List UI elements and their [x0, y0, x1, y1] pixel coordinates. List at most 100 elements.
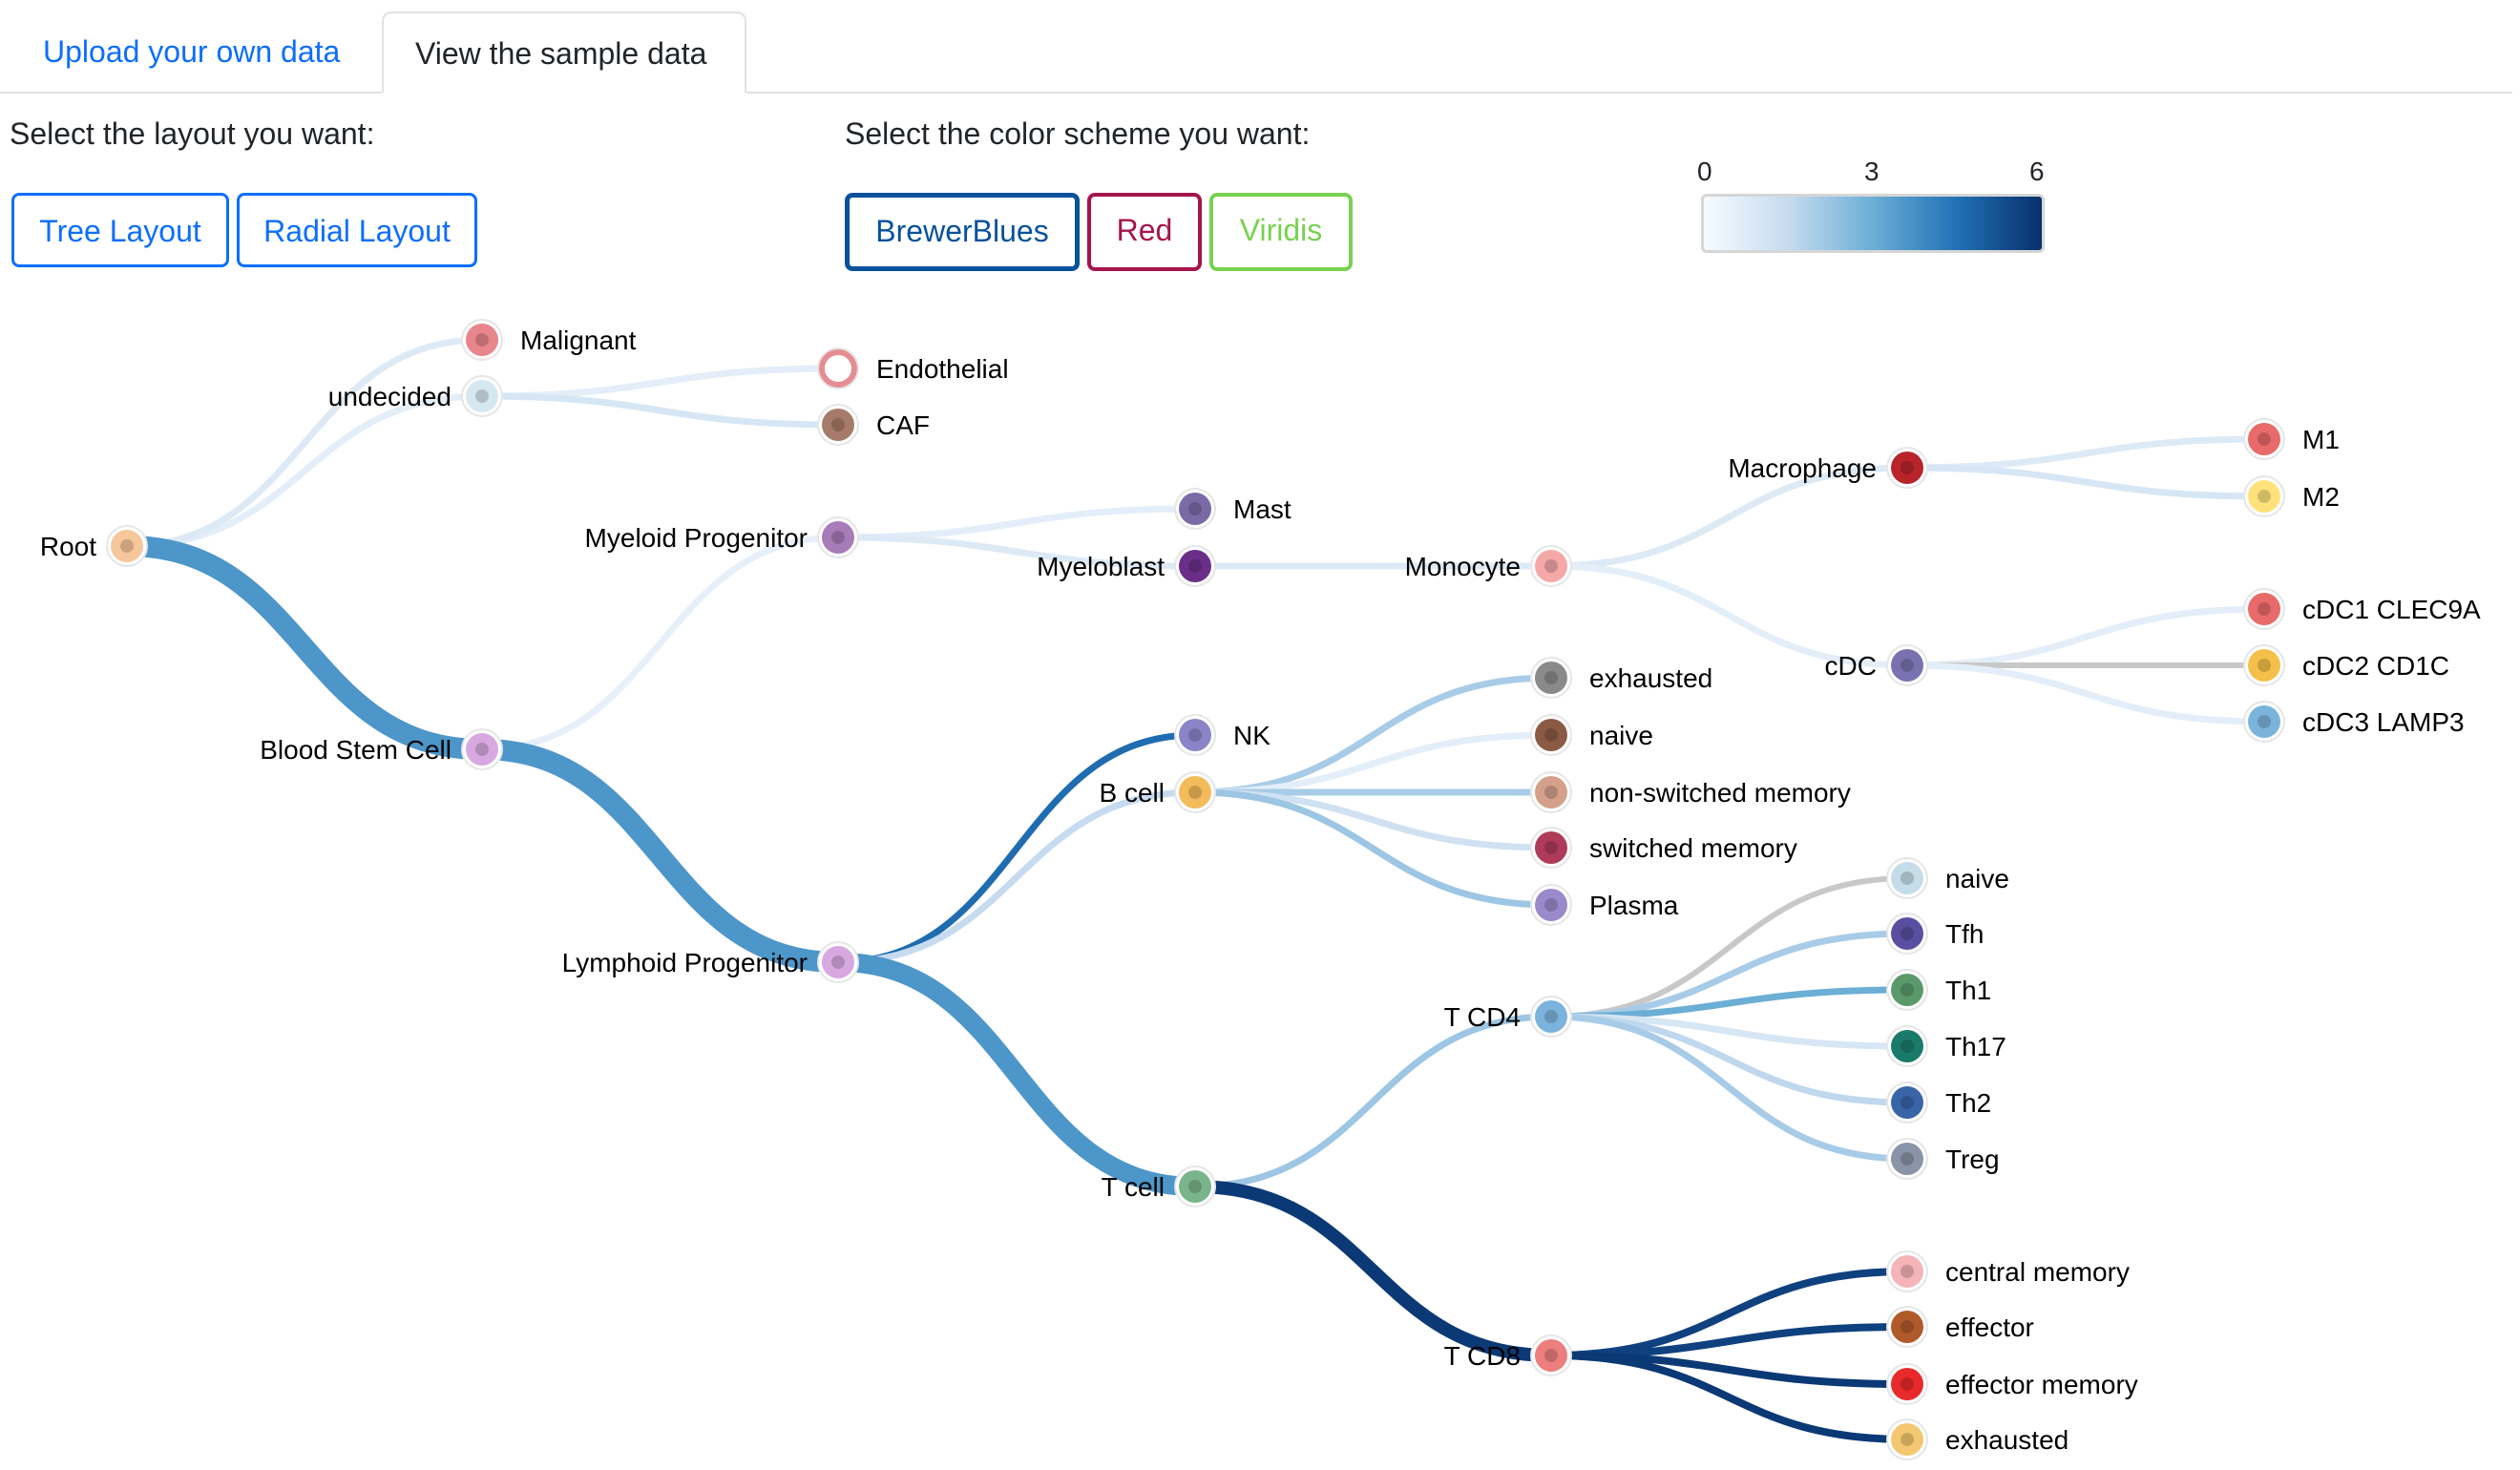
tree-node-nk[interactable]: NK — [1174, 714, 1270, 756]
tree-link-cdc-cdc1 — [1903, 605, 2268, 669]
tree-node-em[interactable]: effector memory — [1886, 1363, 2138, 1405]
layout-prompt: Select the layout you want: — [10, 116, 375, 151]
tree-node-label: non-switched memory — [1589, 778, 1851, 808]
central-memory-cell-icon — [1886, 1250, 1928, 1292]
tree-node-th2[interactable]: Th2 — [1886, 1082, 1991, 1124]
tree-node-endothelial[interactable]: Endothelial — [817, 347, 1009, 389]
tree-node-label: M1 — [2302, 425, 2340, 454]
tree-node-cdc1[interactable]: cDC1 CLEC9A — [2243, 588, 2481, 630]
red-scheme-button[interactable]: Red — [1087, 193, 1202, 271]
th17-cell-icon — [1886, 1025, 1928, 1067]
tree-node-lymphoid[interactable]: Lymphoid Progenitor — [562, 941, 859, 983]
tree-node-label: T CD8 — [1444, 1341, 1521, 1371]
tree-link-tcd8-effector — [1547, 1323, 1911, 1359]
tree-node-tcd4[interactable]: T CD4 — [1444, 996, 1572, 1038]
tree-node-tfh[interactable]: Tfh — [1886, 913, 1984, 955]
tree-node-cdc2[interactable]: cDC2 CD1C — [2243, 644, 2449, 686]
tree-node-cdc[interactable]: cDC — [1825, 644, 1928, 686]
tree-node-label: T CD4 — [1444, 1002, 1521, 1032]
tree-node-cdc3[interactable]: cDC3 LAMP3 — [2243, 701, 2465, 743]
tree-node-exhausted_b[interactable]: exhausted — [1530, 657, 1712, 699]
tree-node-label: Treg — [1945, 1144, 2000, 1174]
tree-node-label: cDC — [1825, 651, 1877, 681]
mast-cell-icon — [1174, 488, 1216, 530]
tree-link-monocyte-cdc — [1547, 562, 1911, 669]
tree-node-myeloblast[interactable]: Myeloblast — [1037, 545, 1216, 587]
tree-link-root-malignant — [123, 336, 486, 550]
myeloblast-cell-icon — [1174, 545, 1216, 587]
tree-node-label: exhausted — [1945, 1425, 2068, 1455]
tree-node-caf[interactable]: CAF — [817, 404, 930, 446]
tree-node-label: exhausted — [1589, 663, 1712, 693]
tree-node-label: Mast — [1233, 494, 1292, 524]
tree-node-label: Endothelial — [876, 354, 1009, 384]
treg-cell-icon — [1886, 1138, 1928, 1180]
tree-node-tcell[interactable]: T cell — [1102, 1166, 1216, 1208]
tree-link-myeloid-myeloblast — [834, 534, 1199, 570]
tree-node-naive_b[interactable]: naive — [1530, 714, 1653, 756]
tree-node-tcd8[interactable]: T CD8 — [1444, 1334, 1572, 1376]
b-cell-icon — [1174, 771, 1216, 813]
cdc1-cell-icon — [2243, 588, 2285, 630]
tree-link-myeloid-mast — [834, 505, 1199, 541]
tree-node-label: Macrophage — [1728, 453, 1877, 483]
legend-tick-max: 6 — [2029, 157, 2045, 186]
tree-node-th1[interactable]: Th1 — [1886, 969, 1991, 1011]
brewer-blues-button[interactable]: BrewerBlues — [845, 193, 1080, 271]
tree-node-macrophage[interactable]: Macrophage — [1728, 447, 1928, 489]
tree-link-root-undecided — [123, 392, 486, 550]
tab-bar: Upload your own data View the sample dat… — [0, 11, 2512, 94]
tab-upload-data[interactable]: Upload your own data — [43, 34, 341, 69]
tree-node-nonsw[interactable]: non-switched memory — [1530, 771, 1851, 813]
tree-node-root[interactable]: Root — [40, 525, 148, 567]
tree-node-label: switched memory — [1589, 833, 1797, 863]
tree-node-label: NK — [1233, 721, 1270, 750]
tree-node-bcell[interactable]: B cell — [1100, 771, 1216, 813]
radial-layout-button[interactable]: Radial Layout — [237, 193, 477, 267]
tree-node-m1[interactable]: M1 — [2243, 418, 2340, 460]
tree-link-bcell-sw — [1191, 788, 1555, 851]
legend-gradient-bar — [1701, 194, 2045, 253]
tree-node-effector[interactable]: effector — [1886, 1306, 2034, 1348]
tree-node-exhausted_t[interactable]: exhausted — [1886, 1418, 2068, 1460]
tab-sample-data[interactable]: View the sample data — [382, 11, 746, 94]
stem-cell-icon — [461, 728, 503, 770]
tree-link-lymphoid-tcell — [829, 953, 1205, 1196]
tree-node-undecided[interactable]: undecided — [328, 375, 503, 417]
tree-node-naive_t[interactable]: naive — [1886, 857, 2009, 899]
tree-node-label: Malignant — [520, 326, 637, 355]
tree-node-sw[interactable]: switched memory — [1530, 827, 1797, 869]
tree-link-cdc-cdc3 — [1903, 662, 2268, 725]
tree-link-tcd8-exhausted_t — [1547, 1352, 1911, 1443]
tree-node-label: CAF — [876, 410, 930, 440]
tree-node-monocyte[interactable]: Monocyte — [1405, 545, 1572, 587]
tree-node-treg[interactable]: Treg — [1886, 1138, 2000, 1180]
viridis-scheme-button[interactable]: Viridis — [1209, 193, 1353, 271]
dendritic-cell-icon — [1886, 644, 1928, 686]
tree-node-label: M2 — [2302, 482, 2340, 512]
tree-node-label: Root — [40, 532, 96, 561]
legend-tick-mid: 3 — [1864, 157, 1880, 186]
effector-memory-cell-icon — [1886, 1363, 1928, 1405]
tree-node-label: central memory — [1945, 1257, 2130, 1287]
tree-node-cm[interactable]: central memory — [1886, 1250, 2130, 1292]
tree-node-malignant[interactable]: Malignant — [461, 319, 637, 361]
tree-node-bsc[interactable]: Blood Stem Cell — [260, 728, 503, 770]
tree-node-m2[interactable]: M2 — [2243, 475, 2340, 517]
tree-node-label: Monocyte — [1405, 552, 1521, 581]
m2-cell-icon — [2243, 475, 2285, 517]
tree-node-th17[interactable]: Th17 — [1886, 1025, 2006, 1067]
tree-node-myeloid[interactable]: Myeloid Progenitor — [585, 516, 859, 558]
cdc2-cell-icon — [2243, 644, 2285, 686]
tree-node-label: naive — [1945, 864, 2009, 893]
tree-layout-button[interactable]: Tree Layout — [11, 193, 229, 267]
legend-tick-min: 0 — [1697, 157, 1712, 186]
naive-b-cell-icon — [1530, 714, 1572, 756]
endothelial-cell-icon — [817, 347, 859, 389]
tree-node-label: naive — [1589, 721, 1653, 750]
tree-node-mast[interactable]: Mast — [1174, 488, 1292, 530]
tree-node-plasma[interactable]: Plasma — [1530, 884, 1679, 926]
tree-node-label: effector memory — [1945, 1370, 2138, 1399]
tree-link-tcell-tcd8 — [1188, 1180, 1558, 1362]
t-cell-icon — [1174, 1166, 1216, 1208]
